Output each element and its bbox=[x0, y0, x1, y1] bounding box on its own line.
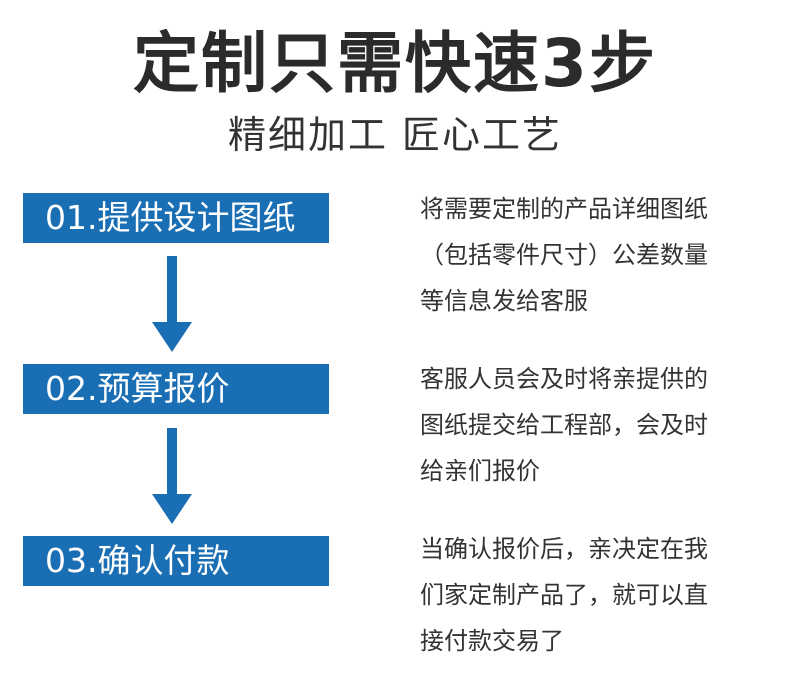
step-3-desc-line: 接付款交易了 bbox=[420, 627, 564, 655]
step-3-label: 03.确认付款 bbox=[23, 536, 329, 586]
step-2-desc-line: 客服人员会及时将亲提供的 bbox=[420, 365, 708, 393]
step-1-label: 01.提供设计图纸 bbox=[23, 193, 329, 243]
step-2-label: 02.预算报价 bbox=[23, 364, 329, 414]
step-2-description: 客服人员会及时将亲提供的 图纸提交给工程部，会及时 给亲们报价 bbox=[420, 356, 765, 494]
arrow-down-icon bbox=[152, 428, 192, 524]
step-3-desc-line: 当确认报价后，亲决定在我 bbox=[420, 535, 708, 563]
arrow-down-icon bbox=[152, 256, 192, 352]
page-title: 定制只需快速3步 bbox=[133, 25, 657, 102]
step-2-desc-line: 图纸提交给工程部，会及时 bbox=[420, 411, 708, 439]
step-3-description: 当确认报价后，亲决定在我 们家定制产品了，就可以直 接付款交易了 bbox=[420, 526, 765, 664]
step-2-desc-line: 给亲们报价 bbox=[420, 457, 540, 485]
step-1-description: 将需要定制的产品详细图纸 （包括零件尺寸）公差数量 等信息发给客服 bbox=[420, 186, 765, 324]
step-3-desc-line: 们家定制产品了，就可以直 bbox=[420, 581, 708, 609]
step-1-desc-line: （包括零件尺寸）公差数量 bbox=[420, 241, 708, 269]
page-subtitle: 精细加工 匠心工艺 bbox=[227, 113, 563, 157]
step-1-desc-line: 将需要定制的产品详细图纸 bbox=[420, 195, 708, 223]
step-1-desc-line: 等信息发给客服 bbox=[420, 287, 588, 315]
